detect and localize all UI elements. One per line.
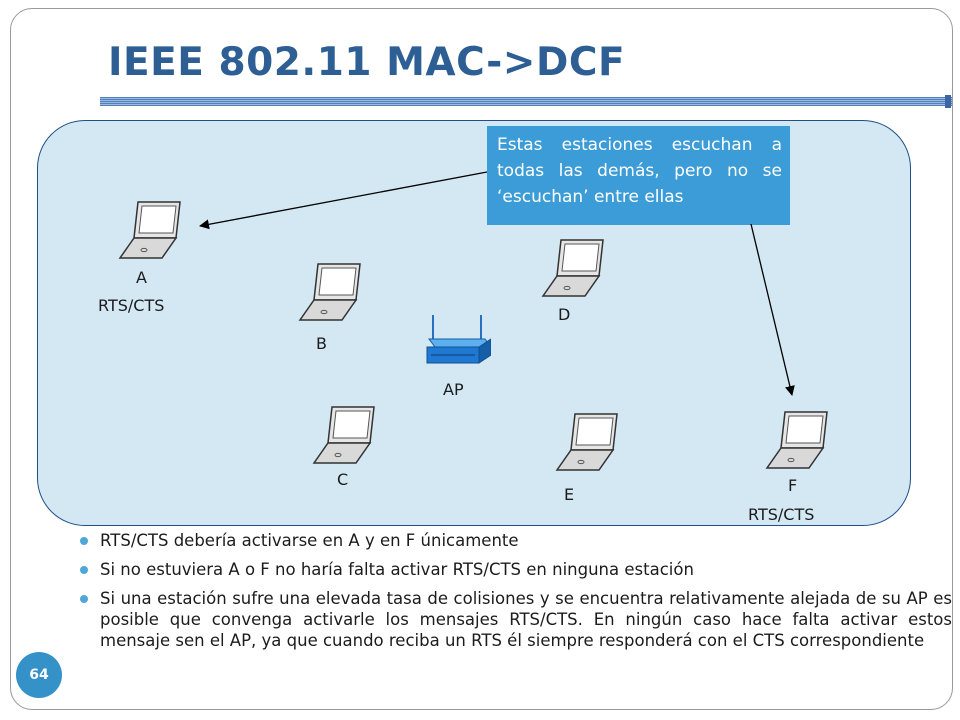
callout-hidden-stations: Estas estaciones escuchan a todas las de…	[487, 126, 790, 225]
bullet-icon	[80, 537, 88, 545]
bullet-text: Si no estuviera A o F no haría falta act…	[100, 560, 694, 579]
access-point-drawing	[426, 315, 491, 364]
access-point-label: AP	[443, 380, 464, 399]
laptop-drawing	[555, 413, 618, 471]
laptop-icon	[765, 410, 829, 470]
station-label-a: A	[136, 268, 147, 287]
bullet-list: RTS/CTS debería activarse en A y en F ún…	[80, 530, 952, 659]
laptop-drawing	[298, 263, 361, 321]
bullet-item: Si una estación sufre una elevada tasa d…	[80, 588, 952, 651]
station-label-f: F	[788, 476, 798, 495]
laptop-drawing	[765, 411, 828, 469]
bullet-text: RTS/CTS debería activarse en A y en F ún…	[100, 531, 519, 550]
station-protocol-f: RTS/CTS	[748, 505, 815, 524]
bullet-text: Si una estación sufre una elevada tasa d…	[100, 589, 952, 650]
laptop-drawing	[541, 239, 604, 297]
bullet-icon	[80, 595, 88, 603]
title-underline-cap	[945, 95, 951, 108]
laptop-drawing	[118, 201, 181, 259]
station-label-d: D	[558, 305, 571, 324]
slide-title: IEEE 802.11 MAC->DCF	[108, 40, 626, 85]
station-label-e: E	[564, 485, 575, 504]
laptop-icon	[541, 238, 605, 298]
laptop-icon	[298, 262, 362, 322]
station-protocol-a: RTS/CTS	[98, 296, 165, 315]
title-underline	[100, 97, 952, 106]
station-label-c: C	[337, 470, 349, 489]
page-number-badge: 64	[16, 652, 62, 698]
bullet-icon	[80, 566, 88, 574]
station-label-b: B	[316, 334, 327, 353]
laptop-icon	[312, 405, 376, 465]
bullet-item: Si no estuviera A o F no haría falta act…	[80, 559, 952, 580]
bullet-item: RTS/CTS debería activarse en A y en F ún…	[80, 530, 952, 551]
laptop-drawing	[312, 406, 375, 464]
laptop-icon	[118, 200, 182, 260]
laptop-icon	[555, 412, 619, 472]
wireless-access-point-icon	[421, 309, 491, 371]
